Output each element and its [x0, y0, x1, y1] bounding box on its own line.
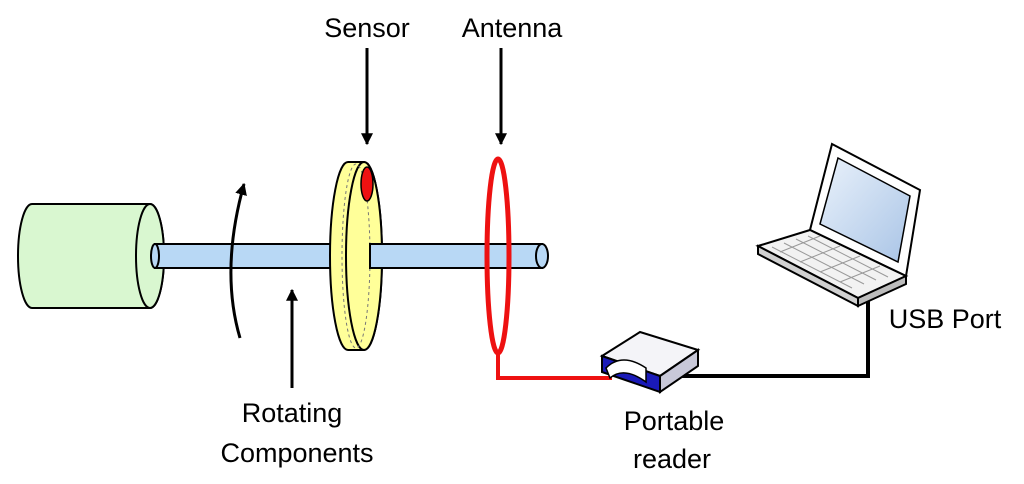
shaft-left — [150, 243, 351, 269]
antenna-cable — [496, 352, 612, 380]
laptop-computer — [755, 142, 922, 308]
portable-reader-label-line1: Portable — [624, 406, 725, 436]
antenna-label: Antenna — [462, 13, 564, 43]
sensor-disk — [329, 161, 383, 351]
portable-reader-device — [599, 330, 701, 394]
portable-reader-label-line2: reader — [633, 444, 711, 474]
usb-port-label: USB Port — [889, 304, 1002, 334]
rotation-arrow — [229, 182, 247, 339]
sensor-label: Sensor — [324, 13, 410, 43]
rotating-components-label-line2: Components — [220, 438, 373, 468]
motor-cylinder — [17, 203, 165, 309]
usb-cable — [668, 284, 870, 378]
shaft-right — [369, 243, 549, 269]
rotating-components-label-line1: Rotating — [242, 398, 343, 428]
sensor-chip — [360, 166, 374, 202]
